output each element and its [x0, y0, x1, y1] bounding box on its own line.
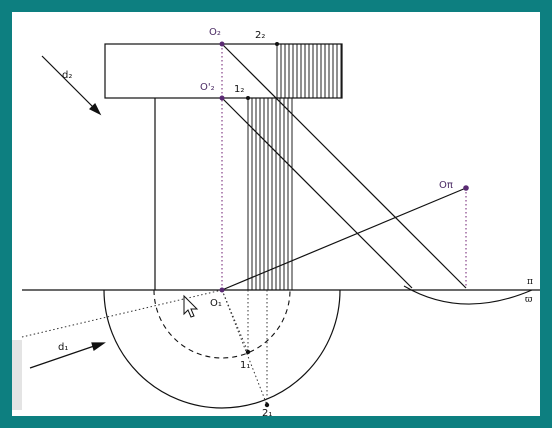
shadow-diagonal-lower: [221, 97, 413, 289]
column-shadow-hatching: [247, 98, 293, 290]
label-o2-prime: O'₂: [200, 82, 215, 93]
label-one1: 1₁: [240, 360, 250, 371]
shadow-arc: [403, 285, 533, 305]
shadow-diagonal-top: [221, 43, 467, 289]
base-semicircle: [103, 289, 341, 409]
label-o2: O₂: [209, 27, 221, 38]
label-one2: 1₂: [234, 84, 244, 95]
key-points: [219, 41, 469, 293]
label-o-pi: Oπ: [439, 180, 453, 191]
top-block-hatching: [276, 44, 342, 98]
label-two1: 2₁: [262, 408, 272, 416]
label-o1: O₁: [210, 298, 222, 309]
geometry-drawing: O₂ O'₂ 2₂ 1₂ d₂ d₁ O₁ 1₁ 2₁ Oπ π ϖ: [21, 27, 540, 416]
mouse-pointer-icon: [183, 294, 199, 318]
label-two2: 2₂: [255, 30, 265, 41]
ray-to-o-pi: [221, 187, 467, 291]
top-block-outline: [104, 43, 343, 99]
dashed-semicircle: [153, 289, 291, 359]
drawing-canvas: O₂ O'₂ 2₂ 1₂ d₂ d₁ O₁ 1₁ 2₁ Oπ π ϖ: [12, 12, 540, 416]
label-omega: ϖ: [525, 295, 533, 305]
side-tab: [12, 340, 22, 410]
black-points: [245, 42, 279, 408]
label-d2: d₂: [62, 70, 72, 81]
direction-arrows: [29, 55, 106, 369]
label-d1: d₁: [58, 342, 68, 353]
construction-lines-plan: [21, 289, 268, 406]
construction-lines-purple: [221, 44, 467, 290]
label-pi: π: [527, 277, 533, 287]
